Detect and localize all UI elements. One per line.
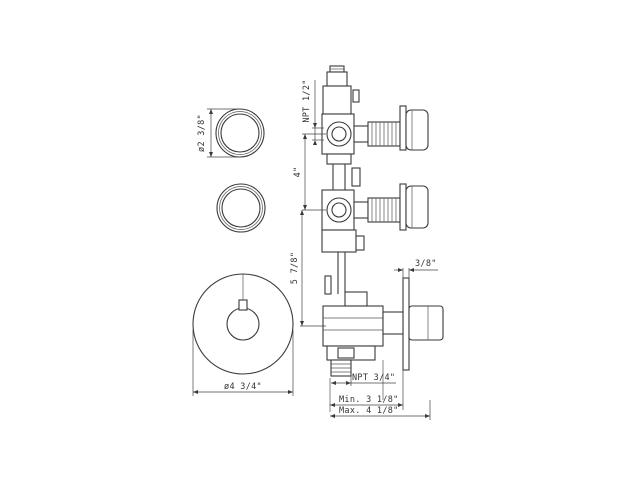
- upper-spindle-knob-side: [353, 105, 429, 151]
- dim-label-min: Min. 3 1/8": [339, 395, 399, 405]
- dim-label-max: Max. 4 1/8": [339, 406, 399, 416]
- small-knob-diameter-dimension: ø2 3/8": [197, 108, 240, 158]
- dim-label-diameter-4-3-4: ø4 3/4": [224, 382, 262, 392]
- small-knob-front-top: [215, 108, 265, 158]
- max-depth-dimension: Max. 4 1/8": [330, 400, 431, 420]
- small-knob-front-bottom: [216, 183, 266, 233]
- min-depth-dimension: Min. 3 1/8": [330, 370, 404, 410]
- dim-label-four: 4": [293, 167, 303, 178]
- dim-label-npt-half: NPT 1/2": [302, 79, 312, 122]
- dim-label-diameter-2-3-8: ø2 3/8": [197, 114, 207, 152]
- dim-label-npt-three-quarter: NPT 3/4": [352, 373, 395, 383]
- lower-spindle-knob-side: [353, 183, 429, 231]
- four-inch-dimension: 4": [293, 133, 326, 211]
- five-seven-eighths-dimension: 5 7/8": [290, 210, 326, 327]
- three-eighths-dimension: 3/8": [394, 259, 438, 280]
- dim-label-five-seven-eighths: 5 7/8": [290, 252, 300, 285]
- npt-half-dimension: NPT 1/2": [302, 79, 324, 145]
- trim-plate-side: [382, 277, 444, 371]
- dim-label-three-eighths: 3/8": [415, 259, 437, 269]
- plate-diameter-dimension: ø4 3/4": [192, 330, 294, 396]
- npt-three-quarter-dimension: NPT 3/4": [331, 373, 396, 386]
- trim-plate-front: [192, 273, 294, 375]
- valve-body-side: [321, 65, 384, 412]
